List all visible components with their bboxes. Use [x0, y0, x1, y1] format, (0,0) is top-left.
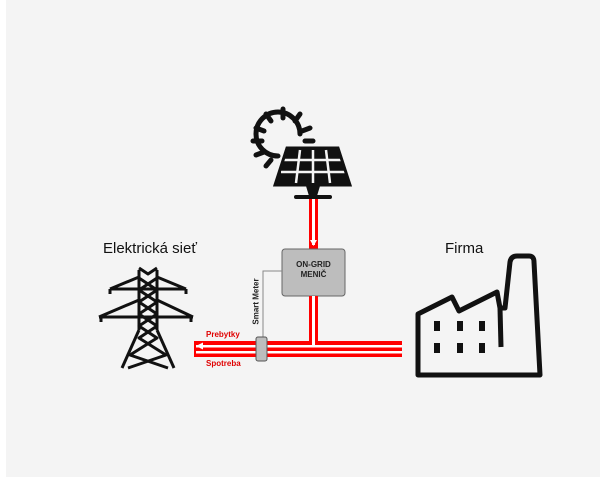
grid-label: Elektrická sieť [103, 240, 197, 257]
inverter-ac-line [309, 296, 318, 344]
smart-meter [255, 336, 268, 362]
company-label: Firma [445, 240, 484, 257]
sun-icon [250, 106, 316, 169]
smart-meter-label: Smart Meter [251, 278, 261, 325]
meter-signal-line [262, 270, 282, 339]
diagram-canvas [6, 0, 600, 477]
pv-dc-line [309, 199, 318, 249]
solar-panel-icon [272, 146, 353, 199]
main-power-line [194, 341, 402, 357]
import-label: Spotreba [206, 359, 241, 368]
power-pylon-icon [98, 266, 194, 370]
inverter-label-line2: MENIČ [300, 270, 327, 279]
inverter-label: ON-GRID MENIČ [282, 260, 345, 280]
inverter-label-line1: ON-GRID [296, 260, 331, 269]
factory-icon [415, 253, 543, 378]
export-label: Prebytky [206, 330, 240, 339]
